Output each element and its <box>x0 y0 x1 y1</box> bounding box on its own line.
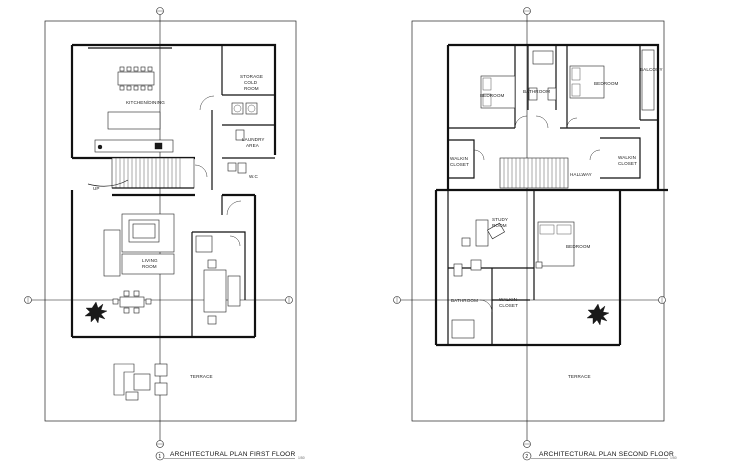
study-label-1: STUDY <box>492 217 508 222</box>
first-floor-plan: KITCHEN/DINING STORAGE COLD ROOM LAUNDRY… <box>24 7 305 461</box>
plan-number-2: 2 <box>525 454 528 460</box>
walkin-right-label-2: CLOSET <box>618 161 637 166</box>
stair-door-swing <box>194 164 208 178</box>
lower-inner-walls <box>191 195 246 337</box>
bedroom-left-door <box>514 115 528 129</box>
plan-title: ARCHITECTURAL PLAN FIRST FLOOR <box>170 451 295 458</box>
grid-marker-left <box>24 296 32 304</box>
walkin-bottom-label-2: CLOSET <box>499 303 518 308</box>
study-label-2: ROOM <box>492 223 507 228</box>
plan-scale-2: 1/50 <box>670 456 677 460</box>
grid-marker-bottom <box>156 440 164 448</box>
bathroom-top-label: BATHROOM <box>523 89 550 94</box>
study-furniture <box>461 219 505 247</box>
walkin-left-label-1: WALKIN <box>450 156 468 161</box>
laundry-label-1: LAUNDRY <box>242 137 265 142</box>
kitchen-label: KITCHEN/DINING <box>126 100 165 105</box>
bathtub-bottom <box>451 319 475 339</box>
stove <box>154 142 163 150</box>
bath-walls-2 <box>447 268 530 345</box>
laundry-label-2: AREA <box>246 143 260 148</box>
bathroom-bottom-label: BATHROOM <box>451 298 478 303</box>
site-boundary-2 <box>411 20 665 422</box>
den-door-swing <box>229 235 241 247</box>
staircase <box>87 157 195 189</box>
staircase-2 <box>499 157 569 189</box>
outer-walls-2 <box>434 43 668 347</box>
living-label-1: LIVING <box>142 258 158 263</box>
terrace-lounge <box>113 363 168 401</box>
plan-number-circle-2 <box>522 451 532 461</box>
bedroom-right-door <box>566 117 578 129</box>
grid-marker-right-2 <box>658 296 666 304</box>
service-walls <box>211 45 275 190</box>
terrace-label-2: TERRACE <box>568 374 591 379</box>
grid-marker-left-2 <box>393 296 401 304</box>
up-label: UP <box>93 186 100 191</box>
patio-dining-set <box>112 290 152 314</box>
balcony-walls <box>639 45 658 121</box>
plan-title-block: 1 ARCHITECTURAL PLAN FIRST FLOOR 1/50 <box>155 451 305 461</box>
laundry-dryer <box>245 102 258 115</box>
grid-marker-top <box>156 7 164 15</box>
sofa-set <box>103 213 175 277</box>
den-furniture <box>195 235 241 325</box>
walkin-right-door <box>589 149 601 161</box>
bathtub-top <box>532 50 554 65</box>
walkin-right-label-1: WALKIN <box>618 155 636 160</box>
master-bed <box>535 221 575 269</box>
kitchen-island <box>107 111 161 130</box>
bedroom-master-label: BEDROOM <box>566 244 591 249</box>
bedroom-left-label: BEDROOM <box>480 93 505 98</box>
walkin-left-door <box>473 149 485 161</box>
hall-label: HALLWAY <box>570 172 592 177</box>
entry-door-swing <box>226 200 242 216</box>
plan-title-2: ARCHITECTURAL PLAN SECOND FLOOR <box>539 451 674 458</box>
balcony-label: BALCONY <box>640 67 663 72</box>
plan-number-circle <box>155 451 165 461</box>
basin-bottom <box>470 259 482 271</box>
bedroom-right-label: BEDROOM <box>594 81 619 86</box>
grid-marker-right <box>285 296 293 304</box>
laundry-sink <box>235 129 245 141</box>
second-floor-plan: BEDROOM BEDROOM BALCONY BATHROOM WALKIN … <box>393 7 677 461</box>
plan-number: 1 <box>158 454 161 460</box>
laundry-washer <box>231 102 244 115</box>
basin-top <box>528 87 538 101</box>
walkin-walls <box>448 137 641 179</box>
storage-label-3: ROOM <box>244 86 259 91</box>
wc-toilet <box>237 162 247 174</box>
wc-basin <box>227 162 237 172</box>
upper-walls <box>70 43 277 158</box>
bathroom-door <box>535 115 549 129</box>
grid-marker-top-2 <box>523 7 531 15</box>
grid-marker-bottom-2 <box>523 440 531 448</box>
plan-title-block-2: 2 ARCHITECTURAL PLAN SECOND FLOOR 1/50 <box>522 451 677 461</box>
bed-left <box>480 75 516 109</box>
toilet-bottom <box>453 263 463 277</box>
plan-scale: 1/50 <box>298 456 305 460</box>
living-label-2: ROOM <box>142 264 157 269</box>
terrace-label: TERRACE <box>190 374 213 379</box>
balcony-planter <box>641 49 655 111</box>
site-boundary <box>44 20 297 422</box>
walkin-bottom-label-1: WALKIN <box>499 297 517 302</box>
wc-label: W.C <box>249 174 259 179</box>
kitchen-counter <box>94 139 174 153</box>
lower-walls-2 <box>447 190 535 300</box>
bath-door-2 <box>479 299 493 313</box>
plant-icon <box>84 301 108 324</box>
toilet-top <box>547 87 557 101</box>
lower-walls <box>70 190 257 339</box>
storage-label-1: STORAGE <box>240 74 263 79</box>
sink-bowl <box>97 144 103 150</box>
walkin-left-label-2: CLOSET <box>450 162 469 167</box>
storage-label-2: COLD <box>244 80 258 85</box>
plant-icon-2 <box>586 303 610 326</box>
bed-right <box>569 65 605 99</box>
dining-table-set <box>117 66 155 91</box>
kitchen-door-swing <box>199 95 215 111</box>
